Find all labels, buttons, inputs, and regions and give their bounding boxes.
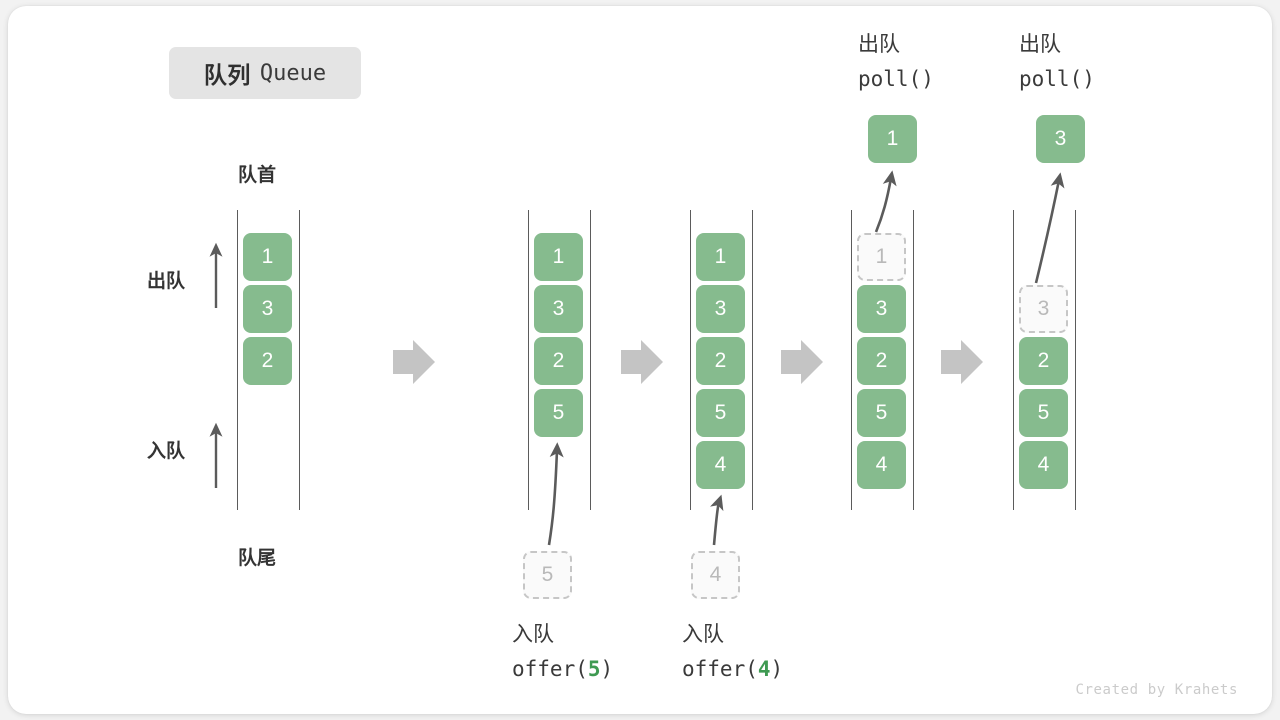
rail-right [1075,210,1076,510]
dequeue-caption-1: 出队 poll() [858,28,934,96]
dequeue-caption-code: poll() [1019,67,1095,91]
enqueue-caption-cn: 入队 [512,623,554,646]
dequeue-caption-cn: 出队 [1019,33,1061,56]
dequeue-caption-cn: 出队 [858,33,900,56]
title-english: Queue [259,60,327,86]
rear-label: 队尾 [238,548,277,569]
enqueue-caption-4: 入队 offer(4) [682,618,783,686]
queue-cell: 2 [1019,337,1068,385]
enqueue-side-label: 入队 [147,441,186,462]
dequeue-caption-3: 出队 poll() [1019,28,1095,96]
queue-cell: 5 [534,389,583,437]
rail-left [1013,210,1014,510]
queue-cell: 1 [534,233,583,281]
rail-right [590,210,591,510]
title-chinese: 队列 [203,62,251,88]
queue-cell: 2 [534,337,583,385]
queue-cell: 1 [696,233,745,281]
polled-element-3: 3 [1036,115,1085,163]
rail-left [237,210,238,510]
queue-cell: 3 [534,285,583,333]
incoming-element-4: 4 [691,551,740,599]
rail-left [690,210,691,510]
rail-right [299,210,300,510]
queue-cell: 5 [857,389,906,437]
queue-cell: 2 [857,337,906,385]
queue-cell: 4 [857,441,906,489]
queue-cell: 4 [696,441,745,489]
front-label: 队首 [238,165,277,186]
rail-right [752,210,753,510]
rail-right [913,210,914,510]
enqueue-caption-5: 入队 offer(5) [512,618,613,686]
queue-cell: 3 [696,285,745,333]
queue-cell-removed: 1 [857,233,906,281]
queue-cell: 2 [243,337,292,385]
rail-left [528,210,529,510]
polled-element-1: 1 [868,115,917,163]
title-badge: 队列 Queue [169,47,361,99]
diagram-card [8,6,1272,714]
queue-cell: 5 [696,389,745,437]
incoming-element-5: 5 [523,551,572,599]
queue-cell: 4 [1019,441,1068,489]
enqueue-caption-cn: 入队 [682,623,724,646]
queue-cell: 1 [243,233,292,281]
queue-cell: 2 [696,337,745,385]
dequeue-side-label: 出队 [147,271,186,292]
enqueue-caption-code: offer(4) [682,657,784,681]
queue-cell-removed: 3 [1019,285,1068,333]
queue-cell: 3 [243,285,292,333]
queue-cell: 5 [1019,389,1068,437]
dequeue-caption-code: poll() [858,67,934,91]
rail-left [851,210,852,510]
enqueue-caption-code: offer(5) [512,657,614,681]
queue-cell: 3 [857,285,906,333]
watermark: Created by Krahets [1075,682,1238,698]
